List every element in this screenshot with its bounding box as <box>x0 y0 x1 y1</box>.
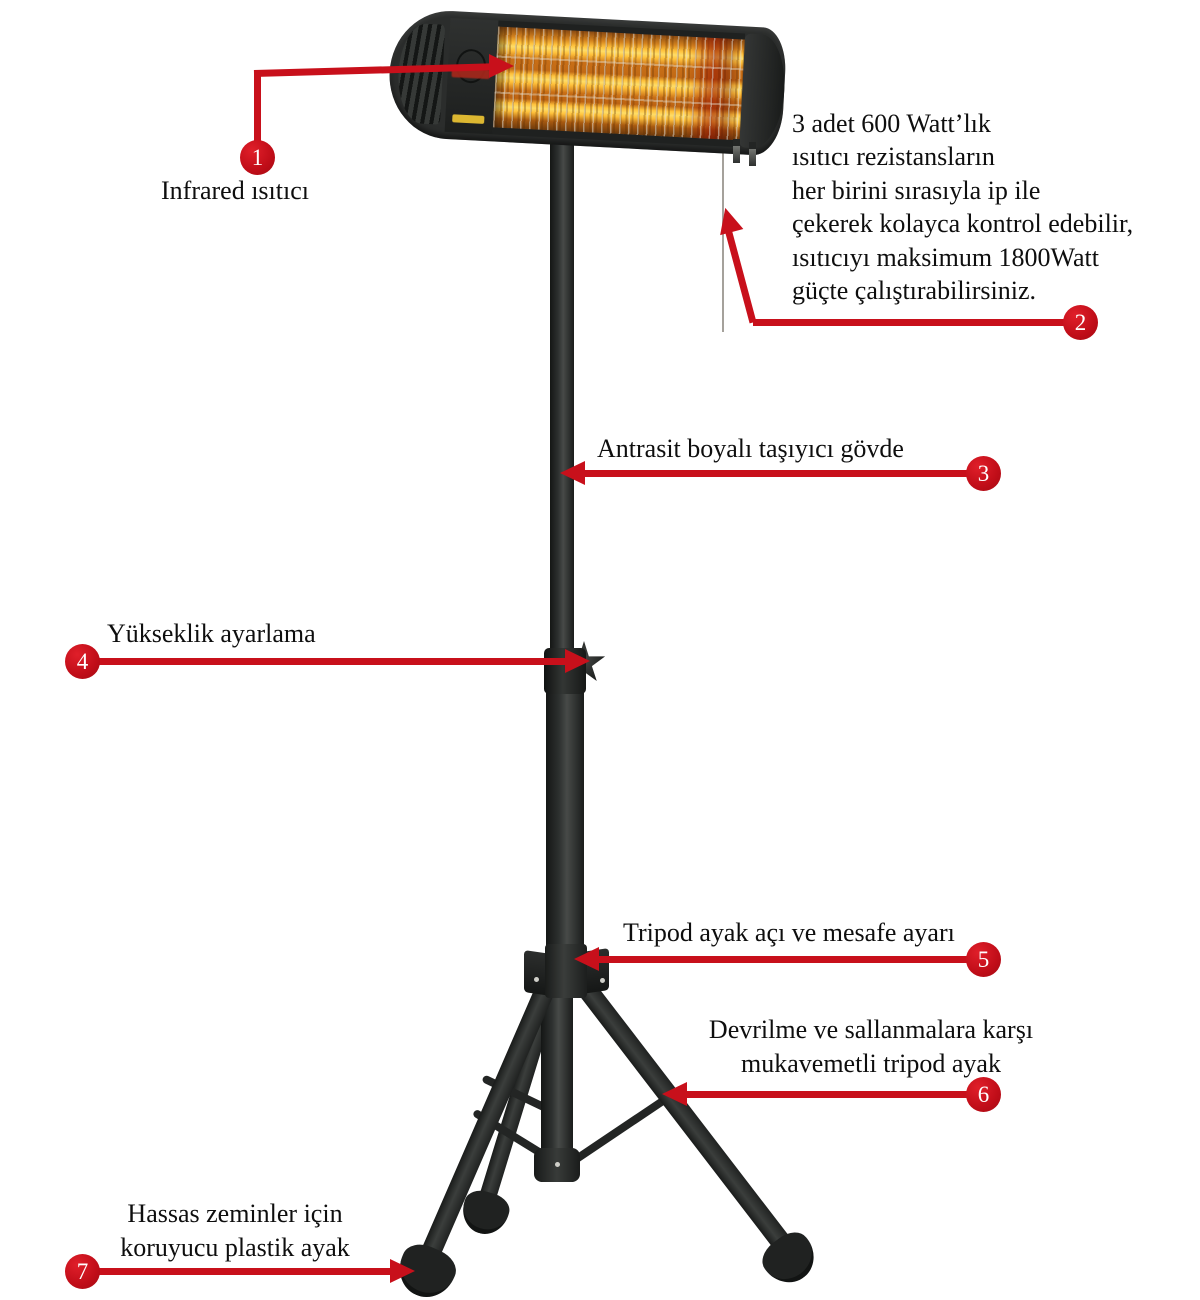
vent-slats-icon <box>396 22 446 125</box>
callout-7-arrowhead <box>390 1259 415 1283</box>
callout-3-arrowhead <box>560 461 585 485</box>
callout-4-arrowhead <box>565 649 590 673</box>
callout-6-badge: 6 <box>966 1077 1001 1112</box>
callout-3-badge: 3 <box>966 456 1001 491</box>
callout-6-arrowhead <box>662 1082 687 1106</box>
power-pin <box>749 142 756 166</box>
callout-2-badge: 2 <box>1063 305 1098 340</box>
pull-cord <box>722 133 724 332</box>
power-pin <box>733 139 740 163</box>
callout-2-number: 2 <box>1074 309 1087 335</box>
callout-4-arrow-line <box>97 658 567 665</box>
callout-3-label: Antrasit boyalı taşıyıcı gövde <box>597 434 904 463</box>
callout-5-arrow-line <box>598 956 970 963</box>
heater-body <box>386 8 788 157</box>
callout-6-number: 6 <box>977 1081 990 1107</box>
callout-5-badge: 5 <box>966 942 1001 977</box>
callout-5-arrowhead <box>574 947 599 971</box>
callout-3-number: 3 <box>977 460 990 486</box>
callout-6-label: Devrilme ve sallanmalara karşı mukavemet… <box>708 1015 1034 1078</box>
callout-7-arrow-line <box>97 1268 392 1275</box>
callout-1-label: Infrared ısıtıcı <box>161 176 309 205</box>
callout-4-badge: 4 <box>65 644 100 679</box>
bolt-icon <box>534 977 539 982</box>
callout-2-label: 3 adet 600 Watt’lık ısıtıcı rezistanslar… <box>792 109 1134 306</box>
heater-right-cap <box>739 33 788 150</box>
callout-7-label: Hassas zeminler için koruyucu plastik ay… <box>120 1199 350 1262</box>
heater-left-vent <box>387 15 451 132</box>
callout-2-arrow-line <box>753 319 1065 326</box>
callout-5-label: Tripod ayak açı ve mesafe ayarı <box>623 918 955 947</box>
callout-1-number: 1 <box>251 144 264 170</box>
callout-1-arrow-line <box>254 70 261 142</box>
callout-4-number: 4 <box>76 648 89 674</box>
bolt-icon <box>600 978 605 983</box>
callout-7-number: 7 <box>76 1258 89 1284</box>
callout-4-label: Yükseklik ayarlama <box>107 619 316 648</box>
callout-3-arrow-line <box>583 470 969 477</box>
callout-6-arrow-line <box>686 1091 970 1098</box>
pole-upper <box>550 130 574 658</box>
heater-grill <box>492 20 746 148</box>
callout-1-arrowhead <box>489 54 514 78</box>
callout-2-arrow-line <box>722 221 757 324</box>
callout-2-arrowhead <box>713 204 744 236</box>
callout-5-number: 5 <box>977 946 990 972</box>
callout-7-badge: 7 <box>65 1254 100 1289</box>
brand-mark-yellow <box>452 114 485 124</box>
callout-1-badge: 1 <box>240 140 275 175</box>
pole-lower <box>546 690 584 952</box>
bolt-icon <box>555 1162 560 1167</box>
